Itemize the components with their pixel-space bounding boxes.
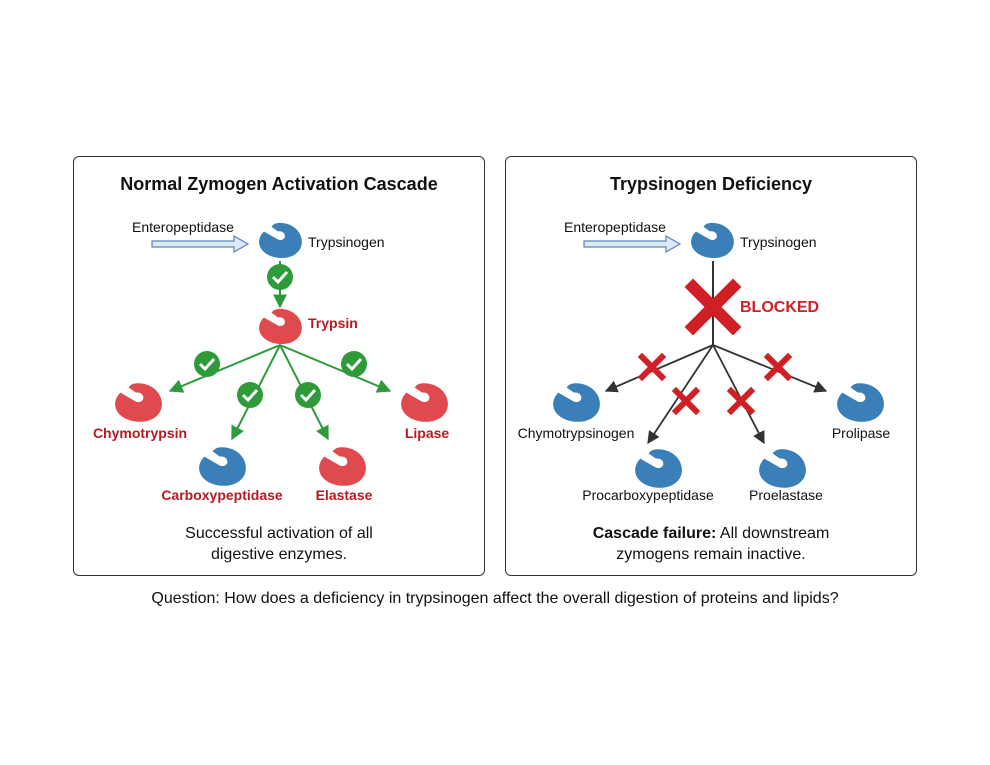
caption-rest: All downstream [716, 525, 830, 542]
check-icon [341, 351, 367, 377]
trypsinogen-label: Trypsinogen [308, 234, 385, 250]
blocked-x-icon [726, 386, 756, 416]
panel-caption: Cascade failure: All downstream zymogens… [506, 523, 916, 565]
caption-line: Successful activation of all [185, 525, 373, 542]
enteropeptidase-arrow [151, 234, 250, 254]
procarboxypeptidase-enzyme-icon [635, 449, 682, 488]
proelastase-label: Proelastase [749, 487, 823, 503]
carboxypeptidase-enzyme-icon [199, 447, 246, 486]
panel-caption: Successful activation of all digestive e… [74, 523, 484, 565]
panel-title: Trypsinogen Deficiency [609, 174, 813, 194]
proelastase-enzyme-icon [759, 449, 806, 488]
trypsinogen-enzyme-icon [691, 222, 734, 259]
enteropeptidase-label: Enteropeptidase [132, 219, 234, 235]
deficiency-diagram [553, 222, 884, 488]
chymotrypsinogen-enzyme-icon [553, 383, 600, 422]
elastase-enzyme-icon [319, 447, 366, 486]
caption-line: digestive enzymes. [210, 546, 348, 563]
trypsinogen-enzyme-icon [259, 222, 302, 259]
normal-cascade-panel: Normal Zymogen Activation Cascade [73, 156, 485, 576]
blocked-x-icon [637, 352, 667, 382]
caption-bold: Cascade failure: [592, 525, 717, 542]
blocked-label: BLOCKED [740, 299, 820, 316]
chymotrypsin-enzyme-icon [115, 383, 162, 422]
lipase-enzyme-icon [401, 383, 448, 422]
normal-cascade-diagram [115, 222, 448, 486]
blocked-x-icon [671, 386, 701, 416]
trypsin-enzyme-icon [259, 308, 302, 345]
prolipase-label: Prolipase [831, 425, 891, 441]
chymotrypsinogen-label: Chymotrypsinogen [517, 425, 635, 441]
trypsinogen-label: Trypsinogen [740, 234, 817, 250]
caption-line: zymogens remain inactive. [616, 546, 806, 563]
check-icon [267, 264, 293, 290]
enteropeptidase-label: Enteropeptidase [564, 219, 666, 235]
trypsin-label: Trypsin [308, 315, 358, 331]
blocked-x-icon [763, 352, 793, 382]
chymotrypsin-label: Chymotrypsin [92, 425, 188, 441]
elastase-label: Elastase [315, 487, 373, 503]
enteropeptidase-arrow [583, 234, 682, 254]
check-icon [295, 382, 321, 408]
blocked-x-icon [684, 278, 742, 336]
lipase-label: Lipase [404, 425, 450, 441]
panel-title: Normal Zymogen Activation Cascade [120, 174, 438, 194]
procarboxypeptidase-label: Procarboxypeptidase [582, 487, 714, 503]
caption-line: Cascade failure: All downstream [506, 523, 916, 544]
check-icon [237, 382, 263, 408]
prolipase-enzyme-icon [837, 383, 884, 422]
carboxypeptidase-label: Carboxypeptidase [161, 487, 283, 503]
question-text: Question: How does a deficiency in tryps… [151, 590, 839, 607]
check-icon [194, 351, 220, 377]
deficiency-panel: Trypsinogen Deficiency [505, 156, 917, 576]
